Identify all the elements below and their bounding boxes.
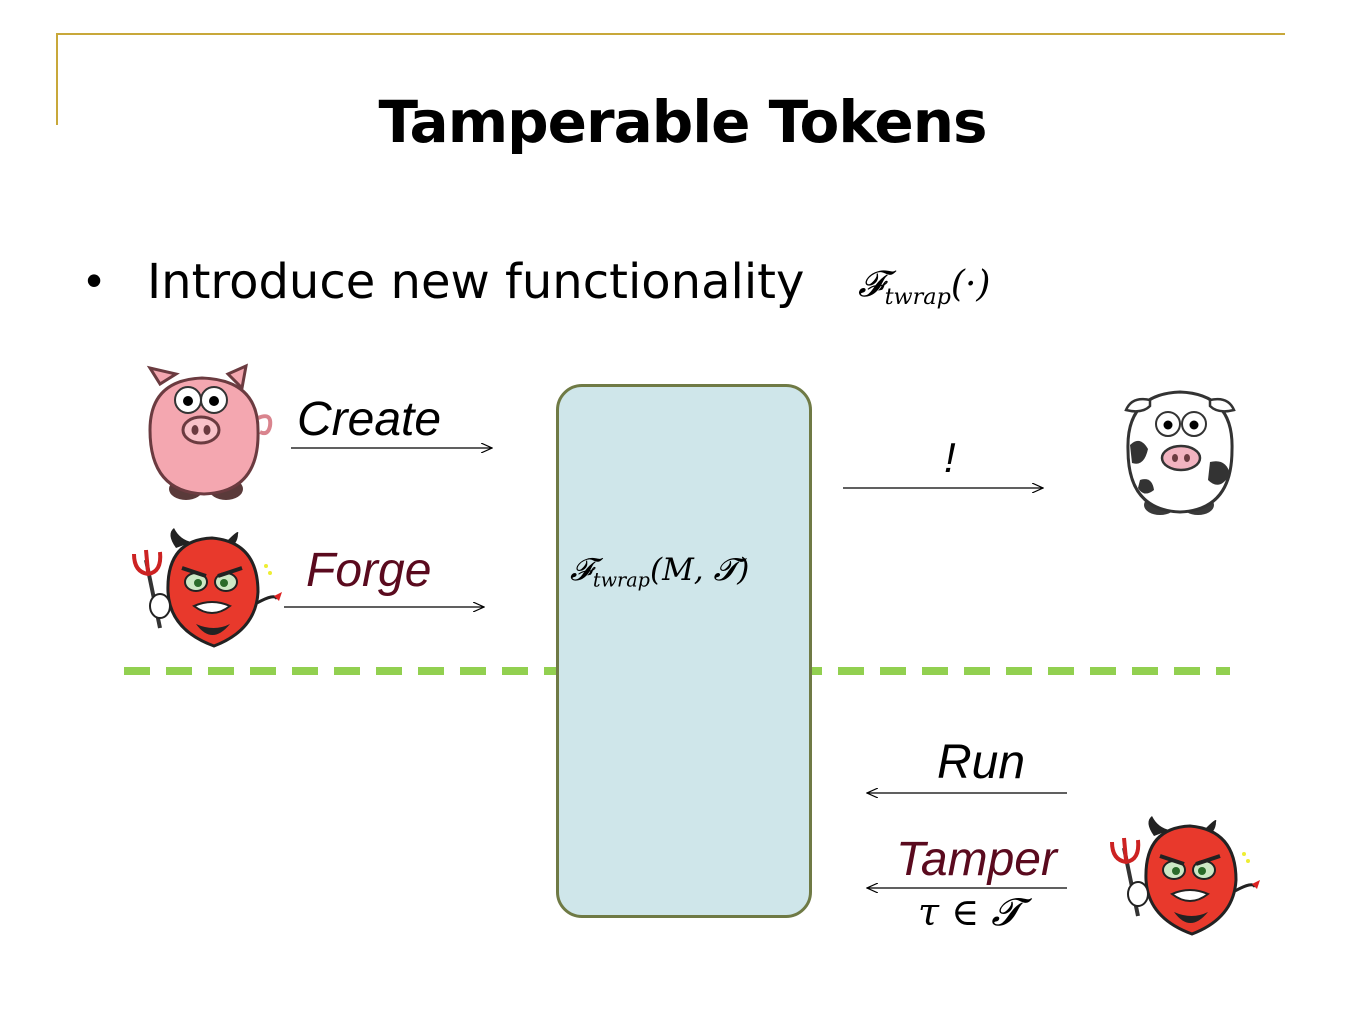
formula-base: 𝓕 [858,264,885,305]
box-formula-args: (M, 𝓣) [649,552,750,588]
slide-frame-top-rule [56,33,1285,35]
tamper-set-formula: τ ∈ 𝓣 [918,890,1021,934]
bullet-text: Introduce new functionality [147,254,805,310]
formula-subscript: twrap [884,283,951,310]
functionality-formula: 𝓕twrap(·) [858,264,990,310]
formula-args: (·) [950,264,991,305]
forge-label: Forge [306,544,432,597]
run-label: Run [937,736,1026,789]
bullet-marker: • [86,254,103,306]
box-formula: 𝓕twrap(M, 𝓣) [570,552,749,592]
functionality-box [556,384,812,918]
create-label: Create [297,393,442,446]
box-formula-subscript: twrap [592,568,650,592]
tamper-label: Tamper [896,833,1057,886]
slide-frame-left-rule [56,33,58,125]
box-formula-base: 𝓕 [570,552,593,588]
output-label: ! [944,434,956,481]
slide-title: Tamperable Tokens [378,88,987,156]
